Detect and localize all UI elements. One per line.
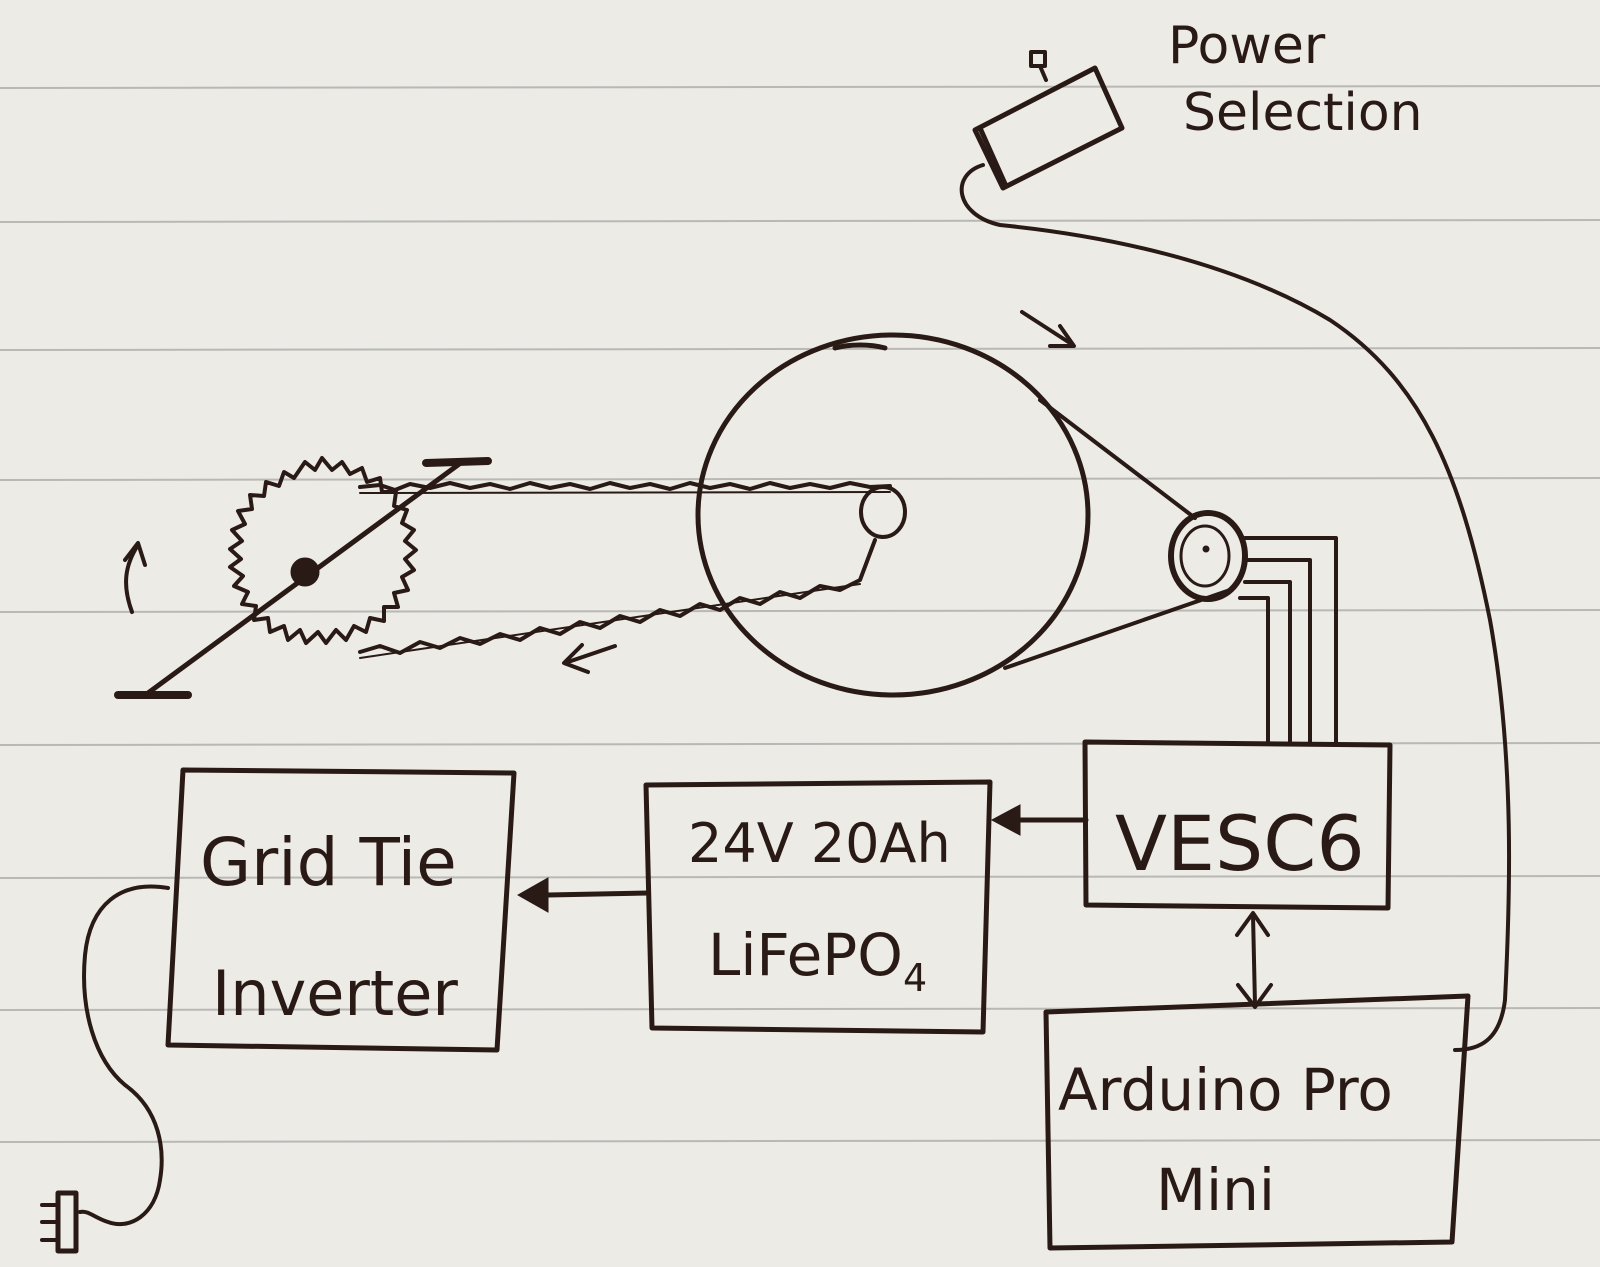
rocker-switch-icon xyxy=(972,50,1125,191)
battery-label-line1: 24V 20Ah xyxy=(688,812,951,875)
rotation-arrow-flywheel xyxy=(1020,310,1076,348)
grid-tie-label-line1: Grid Tie xyxy=(200,824,457,901)
vesc-box: VESC6 xyxy=(1082,739,1393,911)
ruled-lines xyxy=(0,85,1600,1143)
arduino-box: Arduino Pro Mini xyxy=(1043,993,1471,1251)
power-plug-icon xyxy=(40,1190,79,1254)
crank-and-pedals xyxy=(114,457,492,699)
battery-label-line2: LiFePO4 xyxy=(708,921,927,1000)
power-selection-label-line1: Power xyxy=(1168,16,1326,76)
rotation-arrow-pedal xyxy=(123,541,147,614)
power-selection-label-line2: Selection xyxy=(1183,83,1423,143)
arduino-label-line2: Mini xyxy=(1156,1156,1275,1224)
vesc-label: VESC6 xyxy=(1115,799,1365,888)
battery-to-inverter-arrow xyxy=(516,877,651,913)
vesc-arduino-link-arrow xyxy=(1235,911,1273,1009)
crank-axle xyxy=(290,557,320,587)
chain xyxy=(358,481,892,659)
grid-tie-inverter-box: Grid Tie Inverter xyxy=(165,767,517,1053)
arduino-label-line1: Arduino Pro xyxy=(1058,1056,1393,1124)
switch-cable xyxy=(959,163,1512,1052)
phase-wires xyxy=(1238,536,1338,744)
grid-tie-label-line2: Inverter xyxy=(212,957,458,1030)
chainring xyxy=(228,456,418,645)
vesc-to-battery-arrow xyxy=(990,804,1089,836)
rotation-arrow-chain xyxy=(562,643,617,674)
battery-box: 24V 20Ah LiFePO4 xyxy=(643,779,993,1035)
flywheel xyxy=(695,332,1091,698)
motor-belt xyxy=(1003,398,1232,670)
motor xyxy=(1168,510,1248,602)
mains-cable xyxy=(78,884,170,1227)
